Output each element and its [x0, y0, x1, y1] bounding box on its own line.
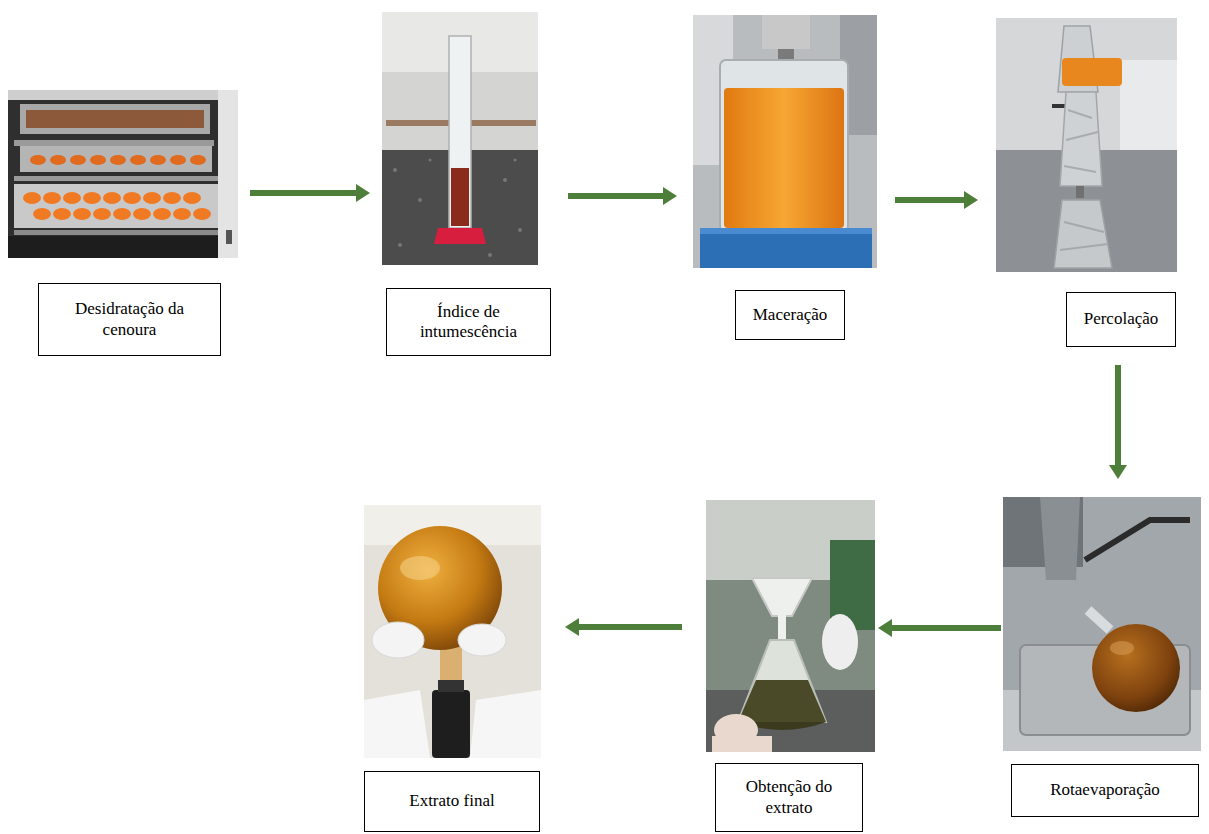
process-step: Desidratação da cenoura [8, 90, 238, 356]
step-label: Extrato final [409, 791, 494, 811]
step-label: Percolação [1084, 309, 1159, 329]
filtration-photo [706, 500, 875, 752]
process-step: Obtenção do extrato [706, 500, 876, 832]
percolation-photo [996, 18, 1177, 272]
final-extract-photo [364, 505, 541, 758]
process-step: Índice de intumescência [382, 12, 552, 356]
step-label: Desidratação da cenoura [70, 299, 190, 340]
step-label: Rotaevaporação [1050, 780, 1160, 800]
flow-arrow [895, 191, 978, 209]
step-label: Obtenção do extrato [734, 777, 844, 818]
flow-arrow [1109, 365, 1127, 479]
step-label-box: Percolação [1066, 292, 1176, 347]
process-step: Rotaevaporação [1003, 497, 1201, 817]
step-label-box: Desidratação da cenoura [38, 283, 221, 356]
process-step: Percolação [996, 18, 1177, 347]
flow-arrow [250, 184, 370, 202]
step-label-box: Rotaevaporação [1011, 764, 1199, 817]
step-label-box: Obtenção do extrato [715, 763, 863, 832]
process-step: Maceração [693, 15, 877, 340]
flow-arrow [568, 187, 677, 205]
step-label-box: Índice de intumescência [386, 288, 551, 356]
step-label: Maceração [753, 305, 828, 325]
step-label-box: Extrato final [364, 771, 540, 832]
process-step: Extrato final [364, 505, 541, 832]
rotavap-photo [1003, 497, 1201, 751]
oven-photo [8, 90, 238, 258]
step-label: Índice de intumescência [406, 302, 531, 343]
cylinder-photo [382, 12, 538, 265]
flow-arrow [565, 618, 682, 636]
step-label-box: Maceração [735, 290, 845, 340]
flow-arrow [878, 619, 1001, 637]
maceration-photo [693, 15, 877, 268]
